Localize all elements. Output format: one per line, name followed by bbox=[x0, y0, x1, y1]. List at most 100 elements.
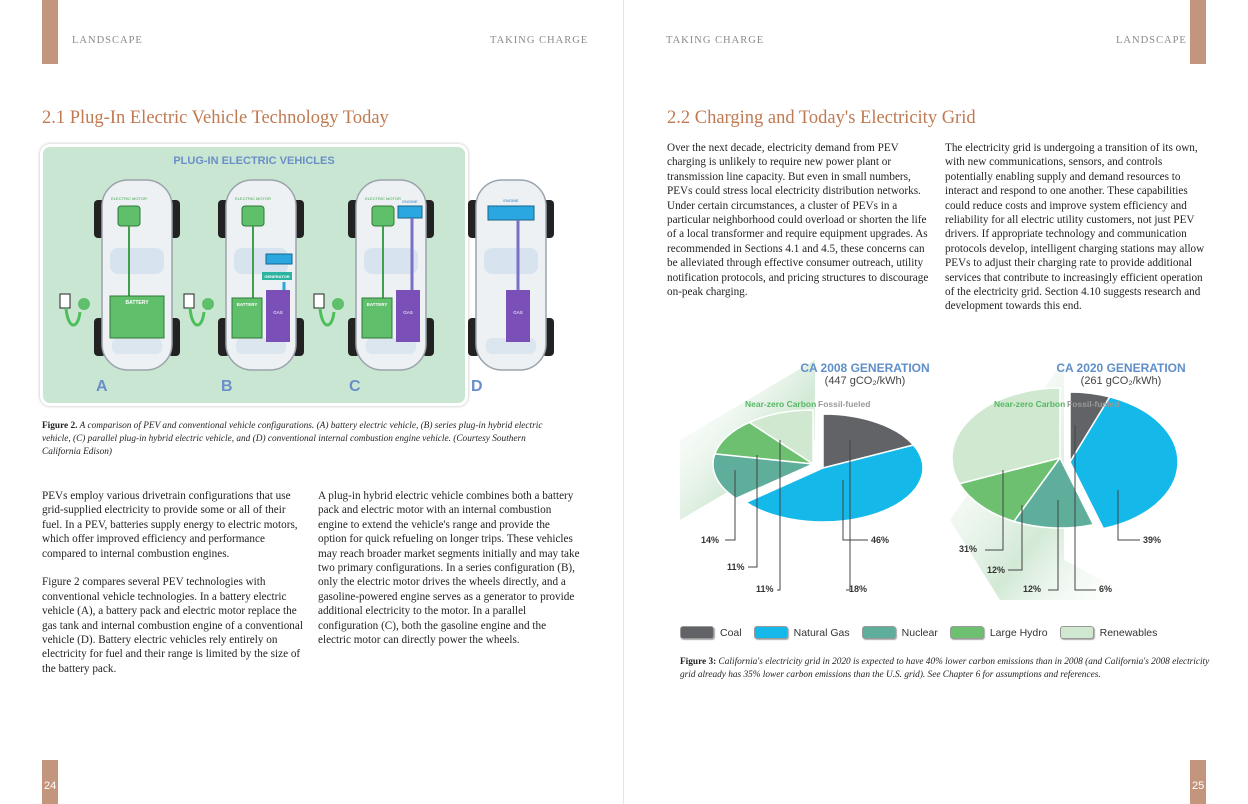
caption-label: Figure 3: bbox=[680, 657, 717, 667]
label-2020-natural-gas: 39% bbox=[1143, 535, 1162, 545]
label-2008-natural-gas: 46% bbox=[871, 535, 890, 545]
legend-large-hydro: Large Hydro bbox=[949, 626, 1048, 639]
leader-line bbox=[777, 440, 781, 591]
svg-text:GAS: GAS bbox=[403, 310, 413, 315]
body-column-1: Over the next decade, electricity demand… bbox=[667, 141, 929, 314]
group-fossil-2020: Fossil-fueled bbox=[1067, 399, 1120, 409]
bottom-tab bbox=[1190, 760, 1206, 804]
svg-text:GAS: GAS bbox=[273, 310, 283, 315]
leader-line bbox=[1117, 490, 1140, 541]
label-b: B bbox=[221, 378, 233, 395]
svg-text:GAS: GAS bbox=[513, 310, 523, 315]
pie-2008-slice-natural-gas bbox=[744, 444, 924, 523]
charging-plug-icon bbox=[58, 290, 98, 345]
chart-legend: Coal Natural Gas Nuclear Large Hydro Ren… bbox=[680, 626, 1169, 639]
label-a: A bbox=[96, 378, 108, 395]
caption-text: California's electricity grid in 2020 is… bbox=[680, 657, 1210, 680]
label-2020-renewables: 31% bbox=[959, 544, 978, 554]
label-2020-coal: 6% bbox=[1099, 584, 1113, 594]
swatch bbox=[949, 626, 984, 639]
leader-line bbox=[1048, 500, 1059, 591]
group-fossil-2008: Fossil-fueled bbox=[818, 399, 871, 409]
leader-line bbox=[748, 455, 758, 568]
leader-line bbox=[842, 480, 868, 541]
svg-text:BATTERY: BATTERY bbox=[237, 302, 258, 307]
paragraph: A plug-in hybrid electric vehicle combin… bbox=[318, 490, 580, 647]
pie-2020-slice-natural-gas bbox=[1069, 396, 1179, 530]
pie-2020-slice-nuclear bbox=[1012, 456, 1095, 529]
running-header-right: LANDSCAPE bbox=[1116, 35, 1187, 46]
running-header-left: TAKING CHARGE bbox=[666, 35, 765, 46]
vehicle-diagram-d: GAS ENGINE bbox=[466, 178, 556, 378]
running-header-left: LANDSCAPE bbox=[72, 35, 143, 46]
paragraph: Over the next decade, electricity demand… bbox=[667, 142, 929, 299]
label-2008-coal: 18% bbox=[849, 584, 868, 594]
svg-text:ENGINE: ENGINE bbox=[402, 199, 418, 204]
svg-text:ENGINE: ENGINE bbox=[503, 198, 519, 203]
svg-text:ELECTRIC MOTOR: ELECTRIC MOTOR bbox=[235, 196, 271, 201]
swatch bbox=[861, 626, 896, 639]
legend-label: Nuclear bbox=[901, 626, 938, 639]
charging-plug-icon bbox=[312, 290, 352, 345]
figure-title: PLUG-IN ELECTRIC VEHICLES bbox=[173, 155, 335, 167]
label-2008-hydro: 11% bbox=[727, 562, 745, 572]
right-page: 25 TAKING CHARGE LANDSCAPE 2.2 Charging … bbox=[624, 0, 1248, 804]
charging-plug-icon bbox=[182, 290, 222, 345]
pie-2008-slice-coal bbox=[822, 413, 915, 469]
swatch bbox=[753, 626, 788, 639]
label-2020-hydro: 12% bbox=[987, 565, 1006, 575]
body-column-2: The electricity grid is undergoing a tra… bbox=[945, 141, 1207, 328]
swatch bbox=[680, 626, 714, 639]
leader-line bbox=[985, 470, 1004, 551]
svg-text:ELECTRIC MOTOR: ELECTRIC MOTOR bbox=[365, 196, 401, 201]
svg-text:BATTERY: BATTERY bbox=[367, 302, 388, 307]
leader-line bbox=[1074, 425, 1096, 591]
legend-label: Renewables bbox=[1099, 626, 1158, 639]
label-2008-nuclear: 14% bbox=[701, 535, 720, 545]
chart-title-2008: CA 2008 GENERATION bbox=[800, 361, 930, 375]
vehicle-diagram-c: ELECTRIC MOTOR BATTERY GAS ENGINE bbox=[346, 178, 436, 378]
page-number: 25 bbox=[1192, 780, 1205, 792]
paragraph: Figure 2 compares several PEV technologi… bbox=[42, 576, 303, 675]
section-heading: 2.1 Plug-In Electric Vehicle Technology … bbox=[42, 108, 389, 128]
figure-2-caption: Figure 2. A comparison of PEV and conven… bbox=[42, 420, 562, 459]
chart-subtitle-2008: (447 gCO₂/kWh) bbox=[824, 375, 906, 387]
pie-2008-slice-renewables bbox=[747, 409, 814, 466]
legend-coal: Coal bbox=[680, 626, 742, 639]
legend-natural-gas: Natural Gas bbox=[753, 626, 850, 639]
legend-nuclear: Nuclear bbox=[861, 626, 938, 639]
label-2008-renewables: 11% bbox=[756, 584, 774, 594]
chart-subtitle-2020: (261 gCO₂/kWh) bbox=[1080, 375, 1162, 387]
swatch bbox=[1059, 626, 1094, 639]
group-near-zero-2008: Near-zero Carbon bbox=[745, 399, 817, 409]
vehicle-diagram-a: ELECTRIC MOTOR BATTERY bbox=[92, 178, 182, 378]
legend-renewables: Renewables bbox=[1059, 626, 1158, 639]
legend-label: Natural Gas bbox=[793, 626, 850, 639]
caption-text: A comparison of PEV and conventional veh… bbox=[42, 421, 543, 457]
svg-text:BATTERY: BATTERY bbox=[125, 300, 149, 306]
body-column-1: PEVs employ various drivetrain configura… bbox=[42, 489, 304, 691]
caption-label: Figure 2. bbox=[42, 421, 78, 431]
paragraph: PEVs employ various drivetrain configura… bbox=[42, 490, 298, 560]
leader-line bbox=[846, 440, 851, 591]
pie-2020-slice-large-hydro bbox=[958, 456, 1062, 523]
group-near-zero-2020: Near-zero Carbon bbox=[994, 399, 1066, 409]
figure-3-caption: Figure 3: California's electricity grid … bbox=[680, 656, 1220, 682]
page-number: 24 bbox=[44, 780, 57, 792]
leader-line bbox=[725, 470, 736, 541]
paragraph: The electricity grid is undergoing a tra… bbox=[945, 142, 1205, 313]
section-heading: 2.2 Charging and Today's Electricity Gri… bbox=[667, 108, 976, 128]
left-page: 24 LANDSCAPE TAKING CHARGE 2.1 Plug-In E… bbox=[40, 0, 624, 804]
chart-title-2020: CA 2020 GENERATION bbox=[1056, 361, 1186, 375]
pie-2008-slice-nuclear bbox=[712, 453, 816, 500]
top-tab bbox=[42, 0, 58, 64]
label-c: C bbox=[349, 378, 361, 395]
svg-text:ELECTRIC MOTOR: ELECTRIC MOTOR bbox=[111, 196, 147, 201]
label-d: D bbox=[471, 378, 483, 395]
top-tab bbox=[1190, 0, 1206, 64]
pie-2020-slice-renewables bbox=[951, 387, 1061, 485]
label-2020-nuclear: 12% bbox=[1023, 584, 1042, 594]
legend-label: Large Hydro bbox=[989, 626, 1048, 639]
leader-line bbox=[1008, 505, 1023, 571]
